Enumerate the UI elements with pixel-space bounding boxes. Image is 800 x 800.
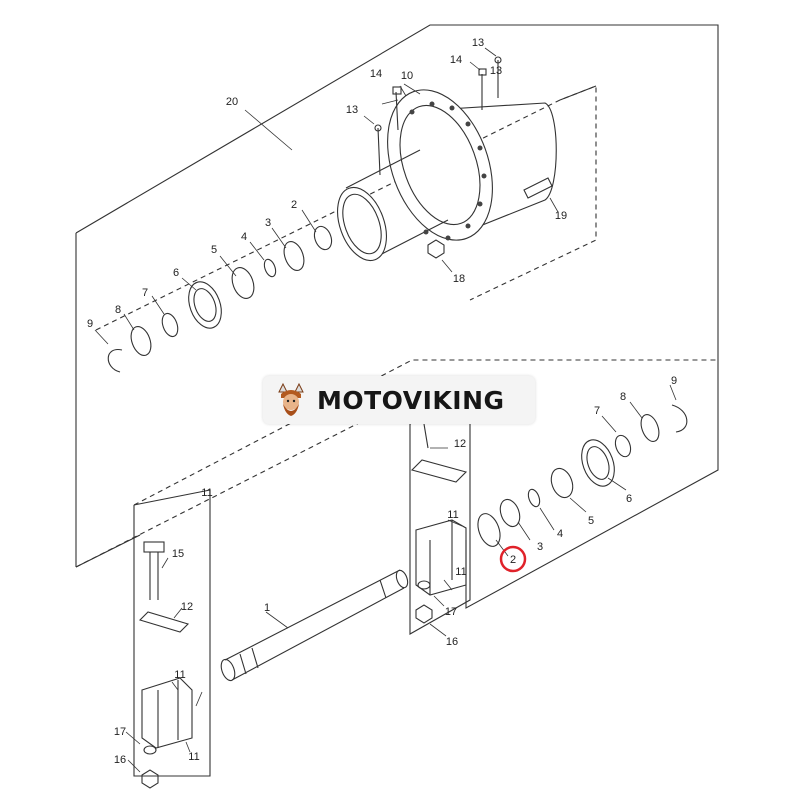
callout-label: 11 <box>455 566 466 578</box>
callout-label: 15 <box>172 548 184 560</box>
hub-bearing-stack <box>107 225 333 373</box>
callout-label: 12 <box>454 438 466 450</box>
callout-label: 3 <box>537 541 543 553</box>
callout-label: 7 <box>594 405 600 417</box>
callout-label: 7 <box>142 287 148 299</box>
callout-label: 2 <box>510 554 516 566</box>
callout-label: 6 <box>626 493 632 505</box>
callout-label: 1 <box>264 602 270 614</box>
callout-label: 4 <box>557 528 563 540</box>
callout-label: 6 <box>173 267 179 279</box>
assembly-20-outline <box>75 24 719 609</box>
callout-label: 8 <box>115 304 121 316</box>
spindle-shaft <box>220 569 409 682</box>
callout-label: 9 <box>87 318 93 330</box>
callout-label: 20 <box>226 96 238 108</box>
left-support-frame <box>133 489 211 777</box>
right-support-frame <box>409 394 471 635</box>
callout-label: 17 <box>114 726 126 738</box>
highlight-circle <box>499 545 527 573</box>
callout-label: 12 <box>181 601 193 613</box>
callout-label: 18 <box>453 273 465 285</box>
callout-label: 19 <box>555 210 567 222</box>
callout-label: 14 <box>370 68 382 80</box>
callout-label: 4 <box>241 231 247 243</box>
callout-label: 13 <box>490 65 502 77</box>
brand-logo: MOTOVIKING <box>263 376 535 424</box>
spindle-bearing-stack <box>477 404 688 547</box>
hub-bolts <box>374 56 502 176</box>
callout-label: 11 <box>201 487 212 499</box>
callout-label: 13 <box>472 37 484 49</box>
callout-label: 14 <box>450 54 462 66</box>
callout-label: 13 <box>346 104 358 116</box>
callout-label: 16 <box>114 754 126 766</box>
hub-nut <box>427 239 445 259</box>
callout-label: 3 <box>265 217 271 229</box>
callout-label: 8 <box>620 391 626 403</box>
callout-label: 11 <box>188 751 199 763</box>
brand-name: MOTOVIKING <box>317 385 505 415</box>
callout-label: 17 <box>445 606 457 618</box>
left-support-block <box>138 541 193 789</box>
callout-label: 5 <box>588 515 594 527</box>
wheel-stud <box>523 177 553 199</box>
leader-lines <box>94 47 677 773</box>
callout-label: 9 <box>671 375 677 387</box>
callout-label: 2 <box>291 199 297 211</box>
callout-label: 11 <box>447 509 458 521</box>
viking-mascot-icon <box>278 382 304 416</box>
wheel-hub <box>337 89 557 262</box>
callout-label: 10 <box>401 70 413 82</box>
callout-label: 16 <box>446 636 458 648</box>
callout-label: 11 <box>174 669 185 681</box>
callout-label: 5 <box>211 244 217 256</box>
right-support-block <box>410 423 468 624</box>
